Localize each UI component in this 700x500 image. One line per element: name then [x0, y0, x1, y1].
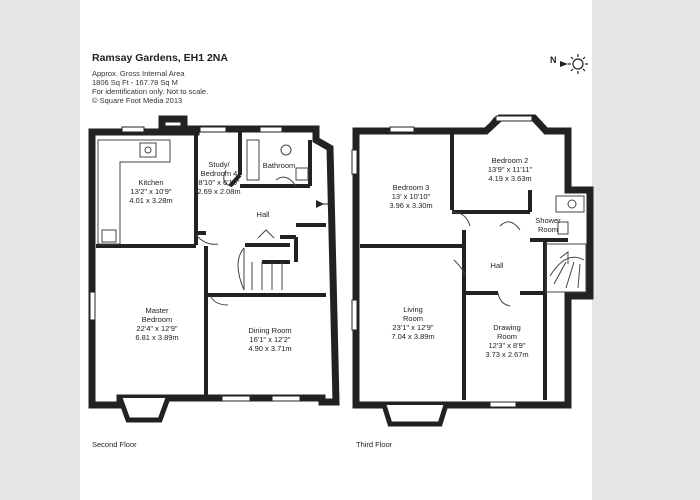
scale-note: For identification only. Not to scale. — [92, 87, 209, 96]
room-label-hall-second: Hall — [256, 210, 270, 219]
property-title: Ramsay Gardens, EH1 2NA — [92, 52, 228, 64]
compass-north-letter: N — [550, 55, 557, 65]
third-floor-fixtures — [451, 195, 587, 307]
second-floor-windows — [89, 126, 301, 423]
floor-label-second: Second Floor — [92, 440, 137, 449]
room-label-study-bedroom-4: Study/ Bedroom 4 8'10" x 6'10" 2.69 x 2.… — [197, 160, 241, 196]
room-label-kitchen: Kitchen 13'2" x 10'9" 4.01 x 3.28m — [129, 178, 173, 205]
room-label-shower-room: Shower Room — [535, 216, 561, 234]
third-floor-windows — [351, 115, 548, 427]
room-label-master-bedroom: Master Bedroom 22'4" x 12'9" 6.81 x 3.89… — [135, 306, 179, 342]
entrance-arrow — [316, 200, 332, 208]
second-floor-fixtures — [97, 139, 309, 306]
area-label: Approx. Gross Internal Area — [92, 69, 185, 78]
room-label-drawing-room: Drawing Room 12'3" x 8'9" 3.73 x 2.67m — [485, 323, 529, 359]
copyright: © Square Foot Media 2013 — [92, 96, 183, 105]
third-floor-interior-walls — [360, 134, 568, 400]
room-label-dining-room: Dining Room 16'1" x 12'2" 4.90 x 3.71m — [248, 326, 292, 353]
room-label-living-room: Living Room 23'1" x 12'9" 7.04 x 3.89m — [391, 305, 435, 341]
floor-label-third: Third Floor — [356, 440, 393, 449]
room-label-bedroom-2: Bedroom 2 13'9" x 11'11" 4.19 x 3.63m — [487, 156, 533, 183]
third-floor-outer-wall — [352, 114, 594, 409]
second-floor-interior-walls — [96, 132, 326, 400]
room-label-bedroom-3: Bedroom 3 13' x 10'10" 3.96 x 3.30m — [389, 183, 433, 210]
room-label-bathroom: Bathroom — [262, 161, 296, 170]
sun-compass-icon — [560, 54, 588, 74]
room-label-hall-third: Hall — [490, 261, 504, 270]
plan-sheet — [80, 0, 592, 500]
area-value: 1806 Sq Ft - 167.78 Sq M — [92, 78, 178, 87]
